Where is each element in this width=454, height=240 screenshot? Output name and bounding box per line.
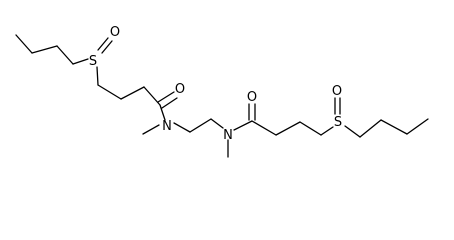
atom-n-left: N	[162, 119, 172, 134]
bond-right-butyl-1	[359, 119, 382, 138]
bond-left-s-o-a	[97, 37, 109, 51]
atom-o-right-sulfinyl: O	[332, 84, 342, 99]
atom-o-right-carbonyl: O	[247, 90, 257, 105]
bond-right-c3-c4	[299, 121, 322, 136]
bond-right-c4-s	[320, 126, 334, 136]
bond-bridge	[189, 118, 212, 133]
bond-left-n-ch2	[173, 122, 191, 133]
bond-right-n-c	[233, 120, 253, 131]
bond-right-butyl-3	[406, 118, 429, 135]
bond-left-butyl-3	[56, 45, 74, 65]
bond-left-co-a	[157, 91, 175, 103]
atom-o-left-sulfinyl: O	[110, 25, 120, 40]
bond-lines	[15, 34, 429, 158]
bond-right-ch2-n	[210, 118, 224, 129]
atom-o-left-carbonyl: O	[175, 82, 185, 97]
bond-left-butyl-1	[15, 34, 33, 54]
bond-left-s-c1	[96, 66, 99, 86]
bond-left-butyl-2	[31, 45, 58, 54]
bond-right-butyl-2	[380, 119, 408, 135]
bond-right-c2-c3	[275, 121, 301, 136]
bond-left-c1-c2	[97, 84, 122, 100]
bond-left-n-methyl	[142, 124, 160, 135]
bond-left-c4-n	[159, 104, 166, 121]
skeletal-structure: S O O N N O O S	[15, 25, 429, 158]
atom-labels: S O O N N O O S	[89, 25, 342, 143]
bond-left-s-o-b	[101, 40, 113, 54]
bond-right-s-butyl	[344, 125, 361, 138]
bond-right-c1-c2	[251, 120, 277, 136]
atom-s-right: S	[334, 115, 342, 130]
bond-left-c3-c4	[143, 86, 161, 106]
atom-s-left: S	[89, 54, 97, 69]
atom-n-right: N	[223, 128, 233, 143]
bond-left-butyl-s	[72, 58, 89, 65]
bond-left-c2-c3	[120, 86, 145, 100]
bond-left-co-b	[161, 97, 178, 109]
